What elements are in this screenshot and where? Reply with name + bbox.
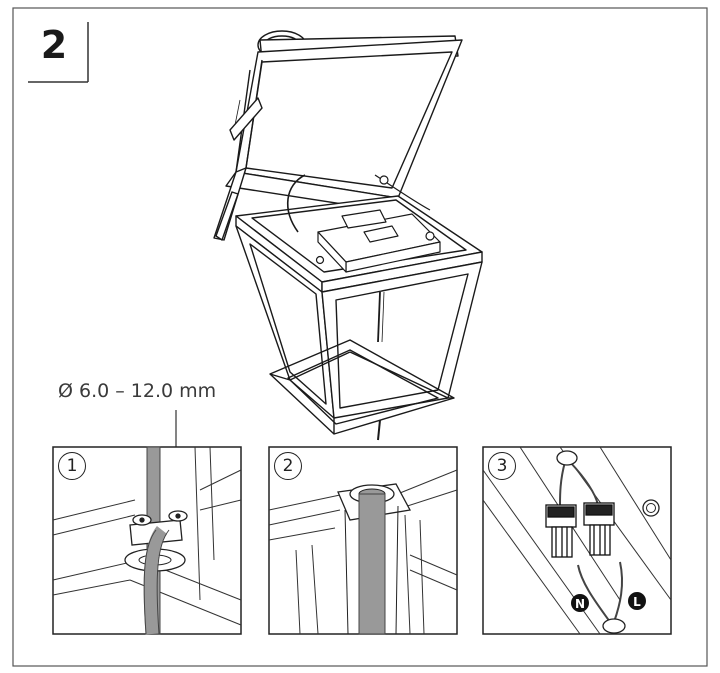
terminal-label-n: N [571, 594, 589, 612]
detail-number-1: 1 [58, 452, 86, 480]
terminal-label-l: L [628, 592, 646, 610]
step-number-box [28, 22, 89, 83]
lantern-cable-exit [377, 419, 381, 441]
diameter-leader [140, 410, 210, 452]
svg-text:L: L [633, 595, 641, 609]
upper-cable-end [556, 450, 578, 466]
lantern-body [235, 225, 483, 435]
svg-text:N: N [575, 597, 585, 611]
lantern-illustration [213, 30, 483, 441]
terminal-block-left [545, 504, 577, 558]
terminal-block-right [583, 502, 615, 556]
cable-vertical [358, 493, 386, 635]
detail-number-3: 3 [488, 452, 516, 480]
detail-panel-3: N L [482, 446, 672, 635]
detail-number-2: 2 [274, 452, 302, 480]
outer-frame [12, 7, 708, 667]
cable-through-clamp [143, 525, 168, 635]
lower-wires [577, 561, 624, 623]
step-number: 2 [40, 23, 68, 67]
detail-panel-2 [268, 446, 458, 635]
open-lid [213, 35, 463, 241]
lid-hinge [215, 97, 263, 241]
wiring-compartment [286, 174, 441, 273]
screw-hole [642, 499, 660, 517]
detail-panel-1 [52, 446, 242, 635]
upper-wires [559, 461, 599, 506]
lower-cable-end [602, 618, 626, 634]
cable-diameter-label: Ø 6.0 – 12.0 mm [58, 380, 217, 402]
